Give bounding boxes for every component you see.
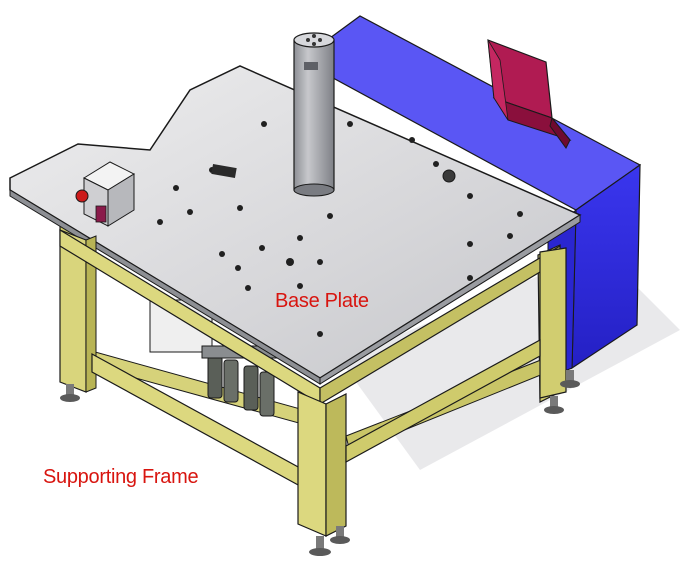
supporting-frame-label: Supporting Frame [43, 466, 199, 488]
base-plate-label: Base Plate [275, 290, 369, 312]
control-box [75, 161, 136, 227]
maroon-bracket [487, 39, 572, 149]
base-plate [9, 65, 582, 385]
frame-front [59, 228, 567, 537]
central-column [293, 32, 335, 197]
leveling-feet [60, 370, 580, 556]
